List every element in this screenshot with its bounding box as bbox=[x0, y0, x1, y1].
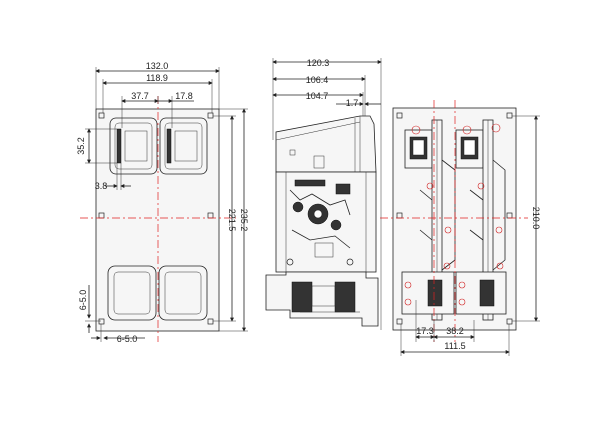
back-view: 210.0 17.3 38.2 111.5 bbox=[380, 100, 541, 356]
side-mechanism bbox=[286, 179, 354, 266]
dim-side-width-a: 106.4 bbox=[306, 75, 329, 85]
dim-front-height-outer: 235.2 bbox=[239, 209, 249, 232]
dim-front-small-offset: 3.8 bbox=[95, 181, 108, 191]
coin-window-left bbox=[109, 117, 158, 175]
side-base bbox=[265, 271, 379, 327]
dim-front-height-inner: 221.5 bbox=[227, 209, 237, 232]
dim-front-left-offset: 37.7 bbox=[131, 91, 149, 101]
dim-back-height: 210.0 bbox=[531, 207, 541, 230]
dim-front-overall-width: 132.0 bbox=[146, 61, 169, 71]
mount-hole bbox=[207, 112, 214, 119]
side-view: 120.3 106.4 104.7 1.7 bbox=[265, 58, 382, 330]
mount-hole bbox=[207, 318, 214, 325]
dim-back-width: 111.5 bbox=[444, 341, 465, 351]
dim-back-left-offset: 17.3 bbox=[416, 326, 434, 336]
back-mechanism-right bbox=[455, 119, 507, 321]
mount-hole bbox=[98, 318, 105, 325]
dim-side-width-b: 104.7 bbox=[306, 91, 329, 101]
return-window-left bbox=[107, 265, 157, 321]
dim-front-window-height: 35.2 bbox=[76, 137, 86, 155]
dim-side-overall-width: 120.3 bbox=[307, 58, 330, 68]
dim-side-offset: 1.7 bbox=[346, 98, 359, 108]
back-mechanism-left bbox=[401, 119, 456, 321]
coin-window-right bbox=[159, 117, 208, 175]
dim-front-hole-horizontal: 6-5.0 bbox=[117, 334, 138, 344]
dim-front-inner-width: 118.9 bbox=[146, 73, 168, 83]
dim-front-right-offset: 17.8 bbox=[175, 91, 193, 101]
mount-hole bbox=[506, 112, 513, 119]
front-view: 132.0 118.9 37.7 17.8 35.2 3.8 221.5 bbox=[76, 61, 249, 344]
mount-hole bbox=[396, 318, 403, 325]
mount-hole bbox=[396, 112, 403, 119]
side-coin-chute bbox=[275, 115, 377, 173]
dim-back-spacing: 38.2 bbox=[446, 326, 464, 336]
side-frame bbox=[275, 171, 377, 273]
mount-hole bbox=[98, 112, 105, 119]
dim-front-hole-vertical: 6-5.0 bbox=[78, 290, 88, 311]
return-window-right bbox=[158, 265, 208, 321]
mount-hole bbox=[506, 318, 513, 325]
